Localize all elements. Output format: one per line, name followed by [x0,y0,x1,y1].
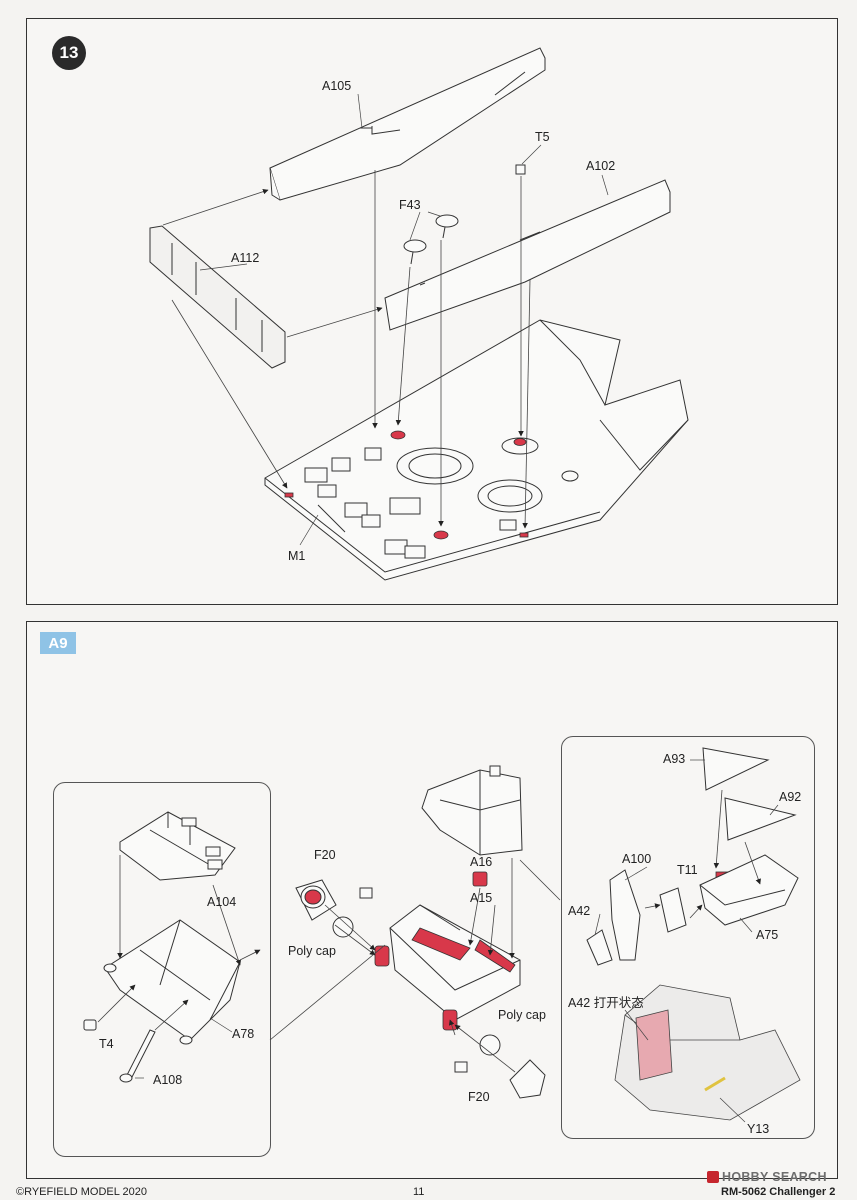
part-t5 [515,164,526,175]
label-a108: A108 [153,1073,183,1087]
guide-lines-a9-right [644,789,761,919]
label-a100: A100 [622,852,652,866]
part-f20-poly [295,879,546,1099]
leader-lines-a9 [135,759,779,1123]
label-a42-open: A42 打开状态 [568,996,644,1010]
part-a16-marker [472,871,488,887]
label-poly-cap-left: Poly cap [288,944,336,958]
label-a15: A15 [470,891,493,905]
inset-a104-assembly [53,782,271,1157]
part-a42-open-render [614,984,801,1121]
step-number-badge: 13 [52,36,86,70]
part-a78 [103,919,241,1045]
label-y13: Y13 [747,1122,770,1136]
connector-lines-a9 [269,859,561,1041]
part-a102-side-plate [384,179,671,331]
glue-markers-13 [284,430,529,540]
label-f20-top: F20 [314,848,336,862]
label-a92: A92 [779,790,802,804]
part-t11 [659,887,687,933]
part-a104 [119,811,236,881]
part-a105-side-plate [269,47,546,201]
part-a100 [609,869,641,961]
label-a102: A102 [586,159,616,173]
label-a104: A104 [207,895,237,909]
hobby-search-watermark: HOBBY SEARCH [707,1170,827,1184]
label-a78: A78 [232,1027,255,1041]
part-a92 [724,797,797,841]
guide-lines-13 [162,170,531,529]
label-a93: A93 [663,752,686,766]
leader-lines-13 [199,93,609,546]
part-a93 [702,747,770,791]
guide-lines-a9-left [97,855,261,1031]
label-poly-cap-right: Poly cap [498,1008,546,1022]
label-f43: F43 [399,198,421,212]
label-f20-bottom: F20 [468,1090,490,1104]
part-a75 [699,854,799,926]
part-a112-skirt [149,225,286,369]
label-a105: A105 [322,79,352,93]
footer-model-code: RM-5062 Challenger 2 [721,1186,836,1198]
label-t4: T4 [99,1037,114,1051]
watermark-brand: HOBBY SEARCH [722,1170,827,1184]
part-turret-block [421,765,523,856]
label-m1: M1 [288,549,306,563]
label-t11: T11 [677,863,698,877]
label-t5: T5 [535,130,550,144]
hobby-search-logo-icon [707,1171,719,1183]
label-a16: A16 [470,855,493,869]
footer-copyright: ©RYEFIELD MODEL 2020 [16,1186,147,1198]
substep-badge: A9 [40,632,76,654]
part-hull [264,319,689,581]
guide-lines-a9-centre [324,858,516,1073]
footer-page-number: 11 [413,1186,425,1198]
part-f43-pins [403,214,459,265]
part-t4-a108 [83,1019,156,1083]
label-a112: A112 [231,251,260,265]
label-a75: A75 [756,928,779,942]
inset-a75-assembly [561,736,815,1139]
part-a42 [586,929,613,966]
label-a42: A42 [568,904,591,918]
